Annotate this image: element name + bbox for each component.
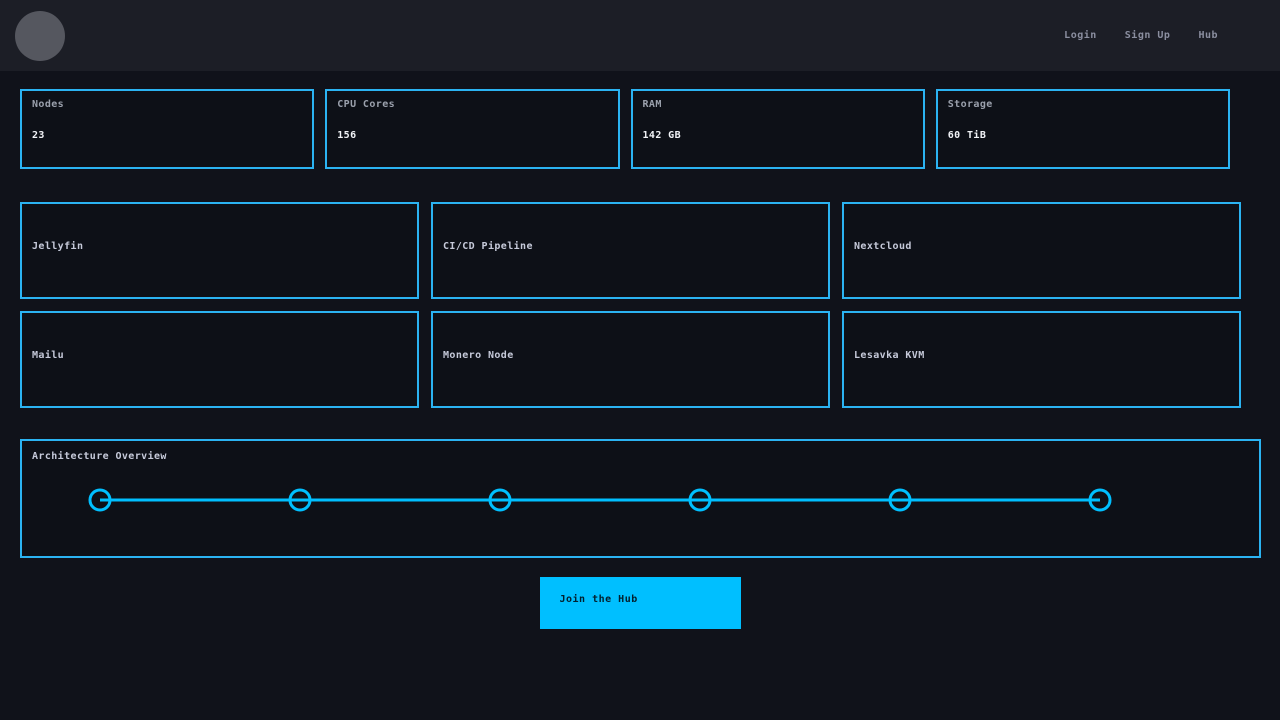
stats-row: Nodes 23 CPU Cores 156 RAM 142 GB Storag… [20, 89, 1230, 169]
service-card-cicd-pipeline[interactable]: CI/CD Pipeline [431, 202, 830, 299]
stat-card-storage: Storage 60 TiB [935, 89, 1230, 169]
main-content: Nodes 23 CPU Cores 156 RAM 142 GB Storag… [0, 89, 1280, 629]
nav-links: Login Sign Up Hub [1064, 30, 1218, 41]
stat-value: 156 [337, 130, 357, 141]
stat-label: Storage [947, 99, 993, 110]
stat-value: 23 [32, 130, 45, 141]
services-grid: Jellyfin CI/CD Pipeline Nextcloud Mailu … [20, 202, 1241, 408]
architecture-node-5 [888, 488, 912, 512]
stat-card-ram: RAM 142 GB [630, 89, 925, 169]
navbar: Login Sign Up Hub [0, 0, 1280, 71]
nav-link-hub[interactable]: Hub [1198, 30, 1218, 41]
stat-card-cpu-cores: CPU Cores 156 [325, 89, 620, 169]
architecture-overview-card: Architecture Overview [20, 439, 1261, 558]
stat-label: RAM [642, 99, 662, 110]
architecture-node-2 [288, 488, 312, 512]
service-title: Lesavka KVM [854, 350, 925, 361]
architecture-node-3 [488, 488, 512, 512]
service-card-lesavka-kvm[interactable]: Lesavka KVM [842, 311, 1241, 408]
service-card-monero-node[interactable]: Monero Node [431, 311, 830, 408]
architecture-node-6 [1088, 488, 1112, 512]
avatar[interactable] [15, 10, 65, 61]
stat-label: CPU Cores [337, 99, 396, 110]
service-card-nextcloud[interactable]: Nextcloud [842, 202, 1241, 299]
service-title: Nextcloud [854, 241, 912, 252]
stat-label: Nodes [32, 99, 65, 110]
cta-wrap: Join the Hub [0, 558, 1280, 629]
service-title: Monero Node [443, 350, 514, 361]
stat-card-nodes: Nodes 23 [20, 89, 315, 169]
architecture-node-1 [88, 488, 112, 512]
stat-value: 142 GB [642, 130, 682, 141]
service-card-jellyfin[interactable]: Jellyfin [20, 202, 419, 299]
nav-link-signup[interactable]: Sign Up [1124, 30, 1171, 41]
service-title: Jellyfin [32, 241, 84, 252]
service-title: CI/CD Pipeline [443, 241, 533, 252]
architecture-diagram [88, 488, 1112, 512]
architecture-title: Architecture Overview [32, 451, 167, 462]
service-card-mailu[interactable]: Mailu [20, 311, 419, 408]
join-hub-button[interactable]: Join the Hub [539, 577, 741, 629]
nav-link-login[interactable]: Login [1064, 30, 1097, 41]
service-title: Mailu [32, 350, 65, 361]
stat-value: 60 TiB [947, 130, 987, 141]
architecture-node-4 [688, 488, 712, 512]
